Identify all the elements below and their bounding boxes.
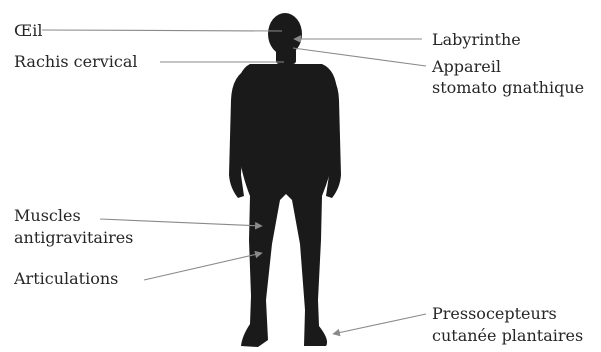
label-muscles-line1: Muscles — [14, 206, 81, 225]
label-muscles-line2: antigravitaires — [14, 228, 133, 247]
leader-oeil — [42, 30, 282, 31]
body — [237, 64, 337, 347]
label-articulations: Articulations — [13, 269, 118, 288]
label-rachis-cervical: Rachis cervical — [14, 52, 137, 71]
leader-articulations — [144, 253, 262, 280]
leader-pressocepteurs — [333, 314, 426, 334]
label-appareil-line2: stomato gnathique — [432, 78, 584, 97]
label-pressocepteurs-line1: Pressocepteurs — [432, 304, 557, 323]
leader-muscles — [100, 219, 262, 226]
human-silhouette — [229, 13, 341, 347]
label-oeil: Œil — [14, 21, 42, 40]
label-pressocepteurs-line2: cutanée plantaires — [432, 326, 583, 345]
leader-appareil — [293, 48, 426, 66]
label-appareil-line1: Appareil — [431, 57, 501, 76]
label-labyrinthe: Labyrinthe — [432, 30, 521, 49]
